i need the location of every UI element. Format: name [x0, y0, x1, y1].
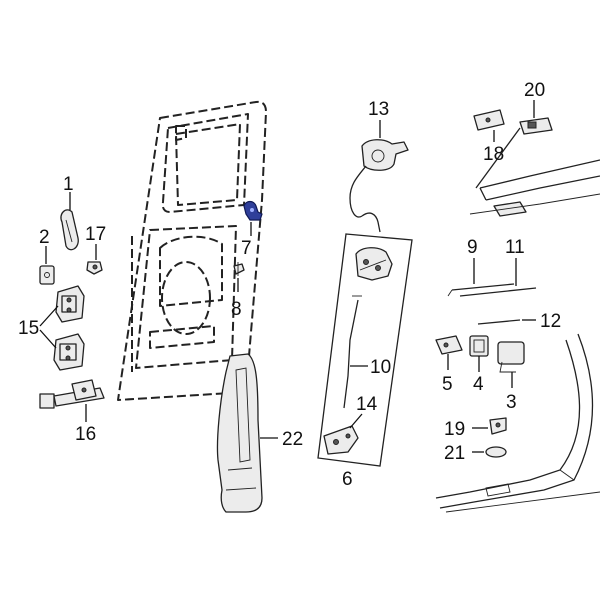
- callout-20[interactable]: 20: [524, 80, 545, 101]
- part-1-outside-handle[interactable]: [60, 209, 79, 251]
- part-19-bumper[interactable]: [489, 417, 507, 435]
- part-5-bracket[interactable]: [435, 335, 463, 355]
- part-17-clip[interactable]: [86, 261, 103, 275]
- part-15-hinge-lower[interactable]: [53, 333, 85, 371]
- part-21-grommet[interactable]: [485, 446, 507, 458]
- leader-14: [349, 413, 363, 429]
- part-2-bracket[interactable]: [39, 265, 55, 285]
- body-leader-line: [475, 127, 521, 189]
- part-6-latch-assembly-frame[interactable]: [317, 233, 413, 467]
- callout-17[interactable]: 17: [85, 224, 106, 245]
- callout-3[interactable]: 3: [506, 392, 517, 413]
- part-10-rod[interactable]: [343, 295, 362, 409]
- part-13-actuator-cable[interactable]: [349, 139, 409, 233]
- callout-16[interactable]: 16: [75, 424, 96, 445]
- callout-4[interactable]: 4: [473, 374, 484, 395]
- callout-22[interactable]: 22: [282, 429, 303, 450]
- leader-15b: [39, 329, 57, 349]
- callout-15[interactable]: 15: [18, 318, 39, 339]
- part-15-hinge-upper[interactable]: [55, 285, 85, 323]
- door-outline: [117, 100, 267, 401]
- part-3-striker-plate[interactable]: [497, 341, 525, 373]
- part-12-rod[interactable]: [477, 319, 521, 325]
- callout-18[interactable]: 18: [483, 144, 504, 165]
- callout-13[interactable]: 13: [368, 99, 389, 120]
- part-9-rod[interactable]: [447, 283, 515, 297]
- callout-2[interactable]: 2: [39, 227, 50, 248]
- callout-10[interactable]: 10: [370, 357, 391, 378]
- callout-14[interactable]: 14: [356, 394, 378, 415]
- part-14-lower-latch[interactable]: [323, 425, 359, 455]
- callout-21[interactable]: 21: [444, 443, 465, 464]
- part-4-plate[interactable]: [469, 335, 489, 357]
- body-sill-upper: [469, 159, 600, 217]
- callout-19[interactable]: 19: [444, 419, 465, 440]
- callout-12[interactable]: 12: [540, 311, 561, 332]
- part-7-striker-highlighted[interactable]: [243, 200, 263, 221]
- part-11-rod[interactable]: [459, 287, 537, 297]
- part-22-trim-panel[interactable]: [216, 353, 263, 513]
- part-16-check-arm[interactable]: [39, 379, 105, 409]
- body-rocker-lower: [435, 333, 600, 513]
- callout-1[interactable]: 1: [63, 174, 74, 195]
- callout-5[interactable]: 5: [442, 374, 453, 395]
- part-8-screw[interactable]: [233, 262, 245, 276]
- part-20-bracket[interactable]: [519, 117, 553, 135]
- part-18-bracket[interactable]: [473, 109, 505, 131]
- callout-9[interactable]: 9: [467, 237, 478, 258]
- callout-6[interactable]: 6: [342, 469, 353, 490]
- callout-7[interactable]: 7: [241, 238, 252, 259]
- callout-11[interactable]: 11: [505, 237, 525, 258]
- leader-15a: [39, 305, 59, 327]
- callout-8[interactable]: 8: [231, 299, 242, 320]
- part-6-latch[interactable]: [355, 247, 393, 281]
